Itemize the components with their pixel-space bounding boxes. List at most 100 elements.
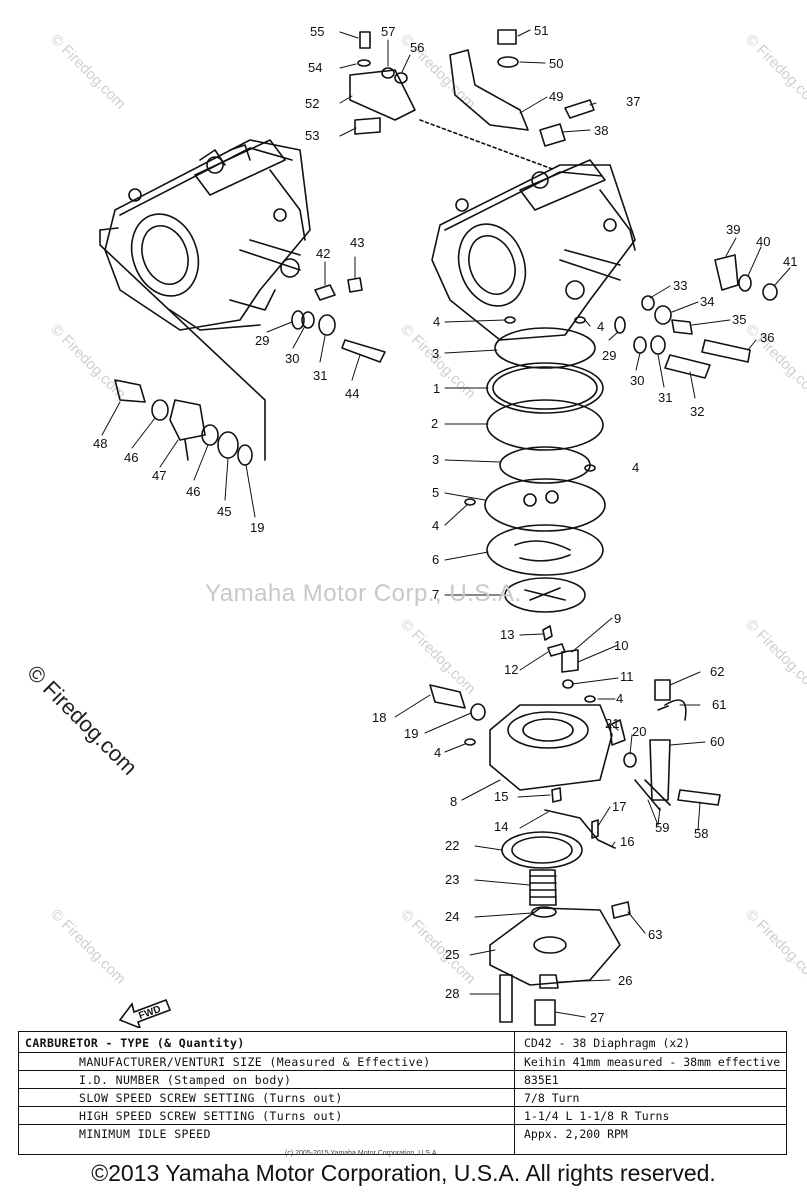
fwd-label: FWD: [137, 1004, 162, 1022]
callout: 4: [433, 314, 440, 329]
callout: 51: [534, 23, 548, 38]
callout: 5: [432, 485, 439, 500]
callout: 62: [710, 664, 724, 679]
callout: 32: [690, 404, 704, 419]
spec-value: 835E1: [524, 1073, 559, 1087]
callout: 9: [614, 611, 621, 626]
callout: 4: [434, 745, 441, 760]
callout: 30: [285, 351, 299, 366]
callout: 19: [250, 520, 264, 535]
tile-watermark: © Firedog.com: [742, 321, 807, 403]
spec-row: SLOW SPEED SCREW SETTING (Turns out) 7/8…: [19, 1089, 786, 1107]
callout: 46: [124, 450, 138, 465]
carburetor-spec-table: CARBURETOR - TYPE (& Quantity) CD42 - 38…: [18, 1031, 787, 1155]
assembly-guide-line: [419, 119, 556, 171]
callout: 7: [432, 587, 439, 602]
callout: 59: [655, 820, 669, 835]
callout: 25: [445, 947, 459, 962]
tile-watermark: © Firedog.com: [47, 31, 129, 113]
callout: 31: [658, 390, 672, 405]
callout: 33: [673, 278, 687, 293]
callout: 44: [345, 386, 359, 401]
callout: 10: [614, 638, 628, 653]
spec-value: CD42 - 38 Diaphragm (x2): [524, 1036, 691, 1050]
callout: 13: [500, 627, 514, 642]
left-jets: [114, 277, 386, 466]
center-watermark: Yamaha Motor Corp., U.S.A.: [205, 580, 522, 607]
callout: 37: [626, 94, 640, 109]
spec-divider: [514, 1032, 515, 1154]
callout: 38: [594, 123, 608, 138]
lower-body: [429, 625, 721, 849]
tile-watermark: © Firedog.com: [47, 906, 129, 988]
right-carburetor-body: [431, 159, 636, 341]
callout: 61: [712, 697, 726, 712]
callout: 52: [305, 96, 319, 111]
part-callouts: 55 57 56 54 52 53 51 50 49 37 38 42 43 2…: [93, 23, 797, 1025]
callout: 3: [432, 452, 439, 467]
callout: 23: [445, 872, 459, 887]
callout: 27: [590, 1010, 604, 1025]
callout: 4: [597, 319, 604, 334]
callout: 22: [445, 838, 459, 853]
spec-value: Keihin 41mm measured - 38mm effective: [524, 1055, 781, 1069]
tile-watermark: © Firedog.com: [47, 321, 129, 403]
callout: 45: [217, 504, 231, 519]
callout: 17: [612, 799, 626, 814]
spec-label: MANUFACTURER/VENTURI SIZE (Measured & Ef…: [79, 1055, 431, 1069]
callout: 40: [756, 234, 770, 249]
callout: 46: [186, 484, 200, 499]
spec-row: CARBURETOR - TYPE (& Quantity) CD42 - 38…: [19, 1032, 786, 1053]
callout: 16: [620, 834, 634, 849]
callout: 34: [700, 294, 714, 309]
callout: 39: [726, 222, 740, 237]
callout: 24: [445, 909, 459, 924]
callout: 2: [431, 416, 438, 431]
spec-value: 1-1/4 L 1-1/8 R Turns: [524, 1109, 670, 1123]
left-subassembly-bracket: [99, 229, 266, 461]
callout: 12: [504, 662, 518, 677]
lower-diaphragm-cover: [489, 831, 631, 1026]
spec-row: HIGH SPEED SCREW SETTING (Turns out) 1-1…: [19, 1107, 786, 1125]
tile-watermark: © Firedog.com: [397, 906, 479, 988]
callout: 42: [316, 246, 330, 261]
callout: 35: [732, 312, 746, 327]
callout: 56: [410, 40, 424, 55]
callout: 21: [605, 716, 619, 731]
callout: 6: [432, 552, 439, 567]
callout: 41: [783, 254, 797, 269]
callout: 47: [152, 468, 166, 483]
callout: 1: [433, 381, 440, 396]
callout: 19: [404, 726, 418, 741]
callout: 50: [549, 56, 563, 71]
leader-lines: [101, 29, 791, 1018]
tile-watermark: © Firedog.com: [397, 616, 479, 698]
callout: 31: [313, 368, 327, 383]
callout: 29: [255, 333, 269, 348]
callout: 36: [760, 330, 774, 345]
tile-watermark: © Firedog.com: [742, 616, 807, 698]
spec-label: CARBURETOR - TYPE (& Quantity): [25, 1036, 245, 1050]
callout: 57: [381, 24, 395, 39]
callout: 55: [310, 24, 324, 39]
copyright-notice: ©2013 Yamaha Motor Corporation, U.S.A. A…: [91, 1160, 716, 1186]
callout: 63: [648, 927, 662, 942]
callout: 54: [308, 60, 322, 75]
callout: 3: [432, 346, 439, 361]
callout: 49: [549, 89, 563, 104]
callout: 4: [432, 518, 439, 533]
spec-label: MINIMUM IDLE SPEED: [79, 1127, 211, 1141]
callout: 53: [305, 128, 319, 143]
callout: 58: [694, 826, 708, 841]
callout: 8: [450, 794, 457, 809]
right-jets: [504, 254, 778, 379]
callout: 15: [494, 789, 508, 804]
left-carburetor-body: [104, 139, 311, 331]
callout: 4: [616, 691, 623, 706]
callout: 43: [350, 235, 364, 250]
table-footnote: (c) 2005-2015 Yamaha Motor Corporation, …: [285, 1150, 439, 1157]
diaphragm-stack: [464, 327, 606, 613]
callout: 20: [632, 724, 646, 739]
spec-value: 7/8 Turn: [524, 1091, 580, 1105]
top-bracket-assembly: [349, 29, 595, 147]
